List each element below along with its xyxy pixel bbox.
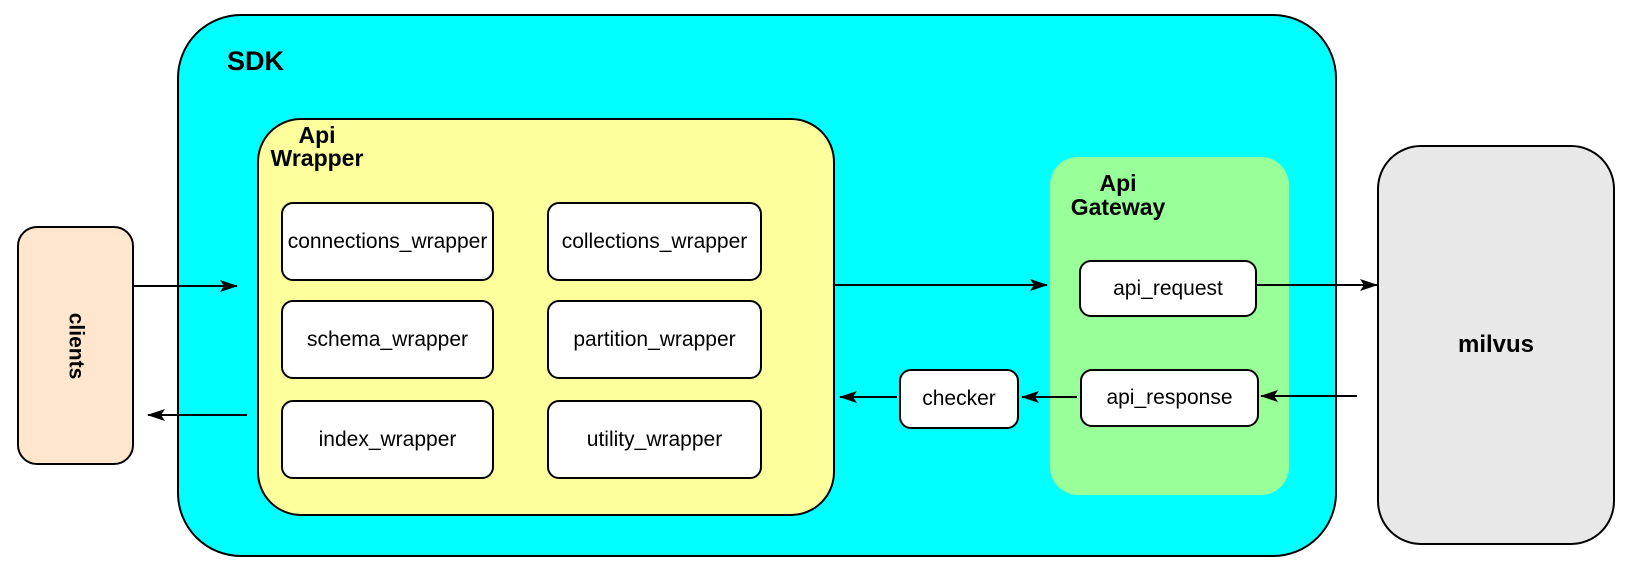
node-clients: clients — [17, 226, 134, 465]
api-wrapper-label-line1: Api — [298, 122, 336, 148]
api-request-label: api_request — [1113, 276, 1223, 300]
node-milvus: milvus — [1377, 145, 1615, 545]
node-index-wrapper: index_wrapper — [281, 400, 494, 479]
milvus-label: milvus — [1457, 331, 1535, 358]
sdk-label: SDK — [227, 46, 285, 76]
api-gateway-label-line2: Gateway — [1070, 194, 1166, 220]
node-collections-wrapper: collections_wrapper — [547, 202, 762, 281]
checker-label: checker — [922, 387, 996, 410]
container-sdk: SDK Api Wrapper connections_wrapper coll… — [177, 14, 1337, 557]
api-response-label: api_response — [1106, 386, 1233, 409]
index-wrapper-label: index_wrapper — [318, 427, 457, 451]
node-api-response: api_response — [1080, 369, 1259, 427]
node-utility-wrapper: utility_wrapper — [547, 400, 762, 479]
schema-wrapper-label: schema_wrapper — [306, 327, 469, 351]
api-gateway-label-line1: Api — [1099, 170, 1137, 196]
clients-label: clients — [64, 312, 88, 379]
utility-wrapper-label: utility_wrapper — [586, 427, 723, 451]
container-api-wrapper: Api Wrapper connections_wrapper collecti… — [257, 118, 835, 516]
collections-wrapper-label: collections_wrapper — [561, 229, 748, 253]
node-checker: checker — [899, 369, 1019, 429]
partition-wrapper-label: partition_wrapper — [573, 327, 736, 351]
node-api-request: api_request — [1079, 260, 1257, 317]
connections-wrapper-label: connections_wrapper — [287, 229, 488, 253]
api-gateway-label: Api Gateway — [1058, 171, 1178, 219]
node-partition-wrapper: partition_wrapper — [547, 300, 762, 379]
api-wrapper-label-line2: Wrapper — [270, 145, 364, 171]
container-api-gateway: Api Gateway api_request api_response — [1050, 157, 1289, 495]
api-wrapper-label: Api Wrapper — [259, 124, 375, 170]
node-schema-wrapper: schema_wrapper — [281, 300, 494, 379]
node-connections-wrapper: connections_wrapper — [281, 202, 494, 281]
